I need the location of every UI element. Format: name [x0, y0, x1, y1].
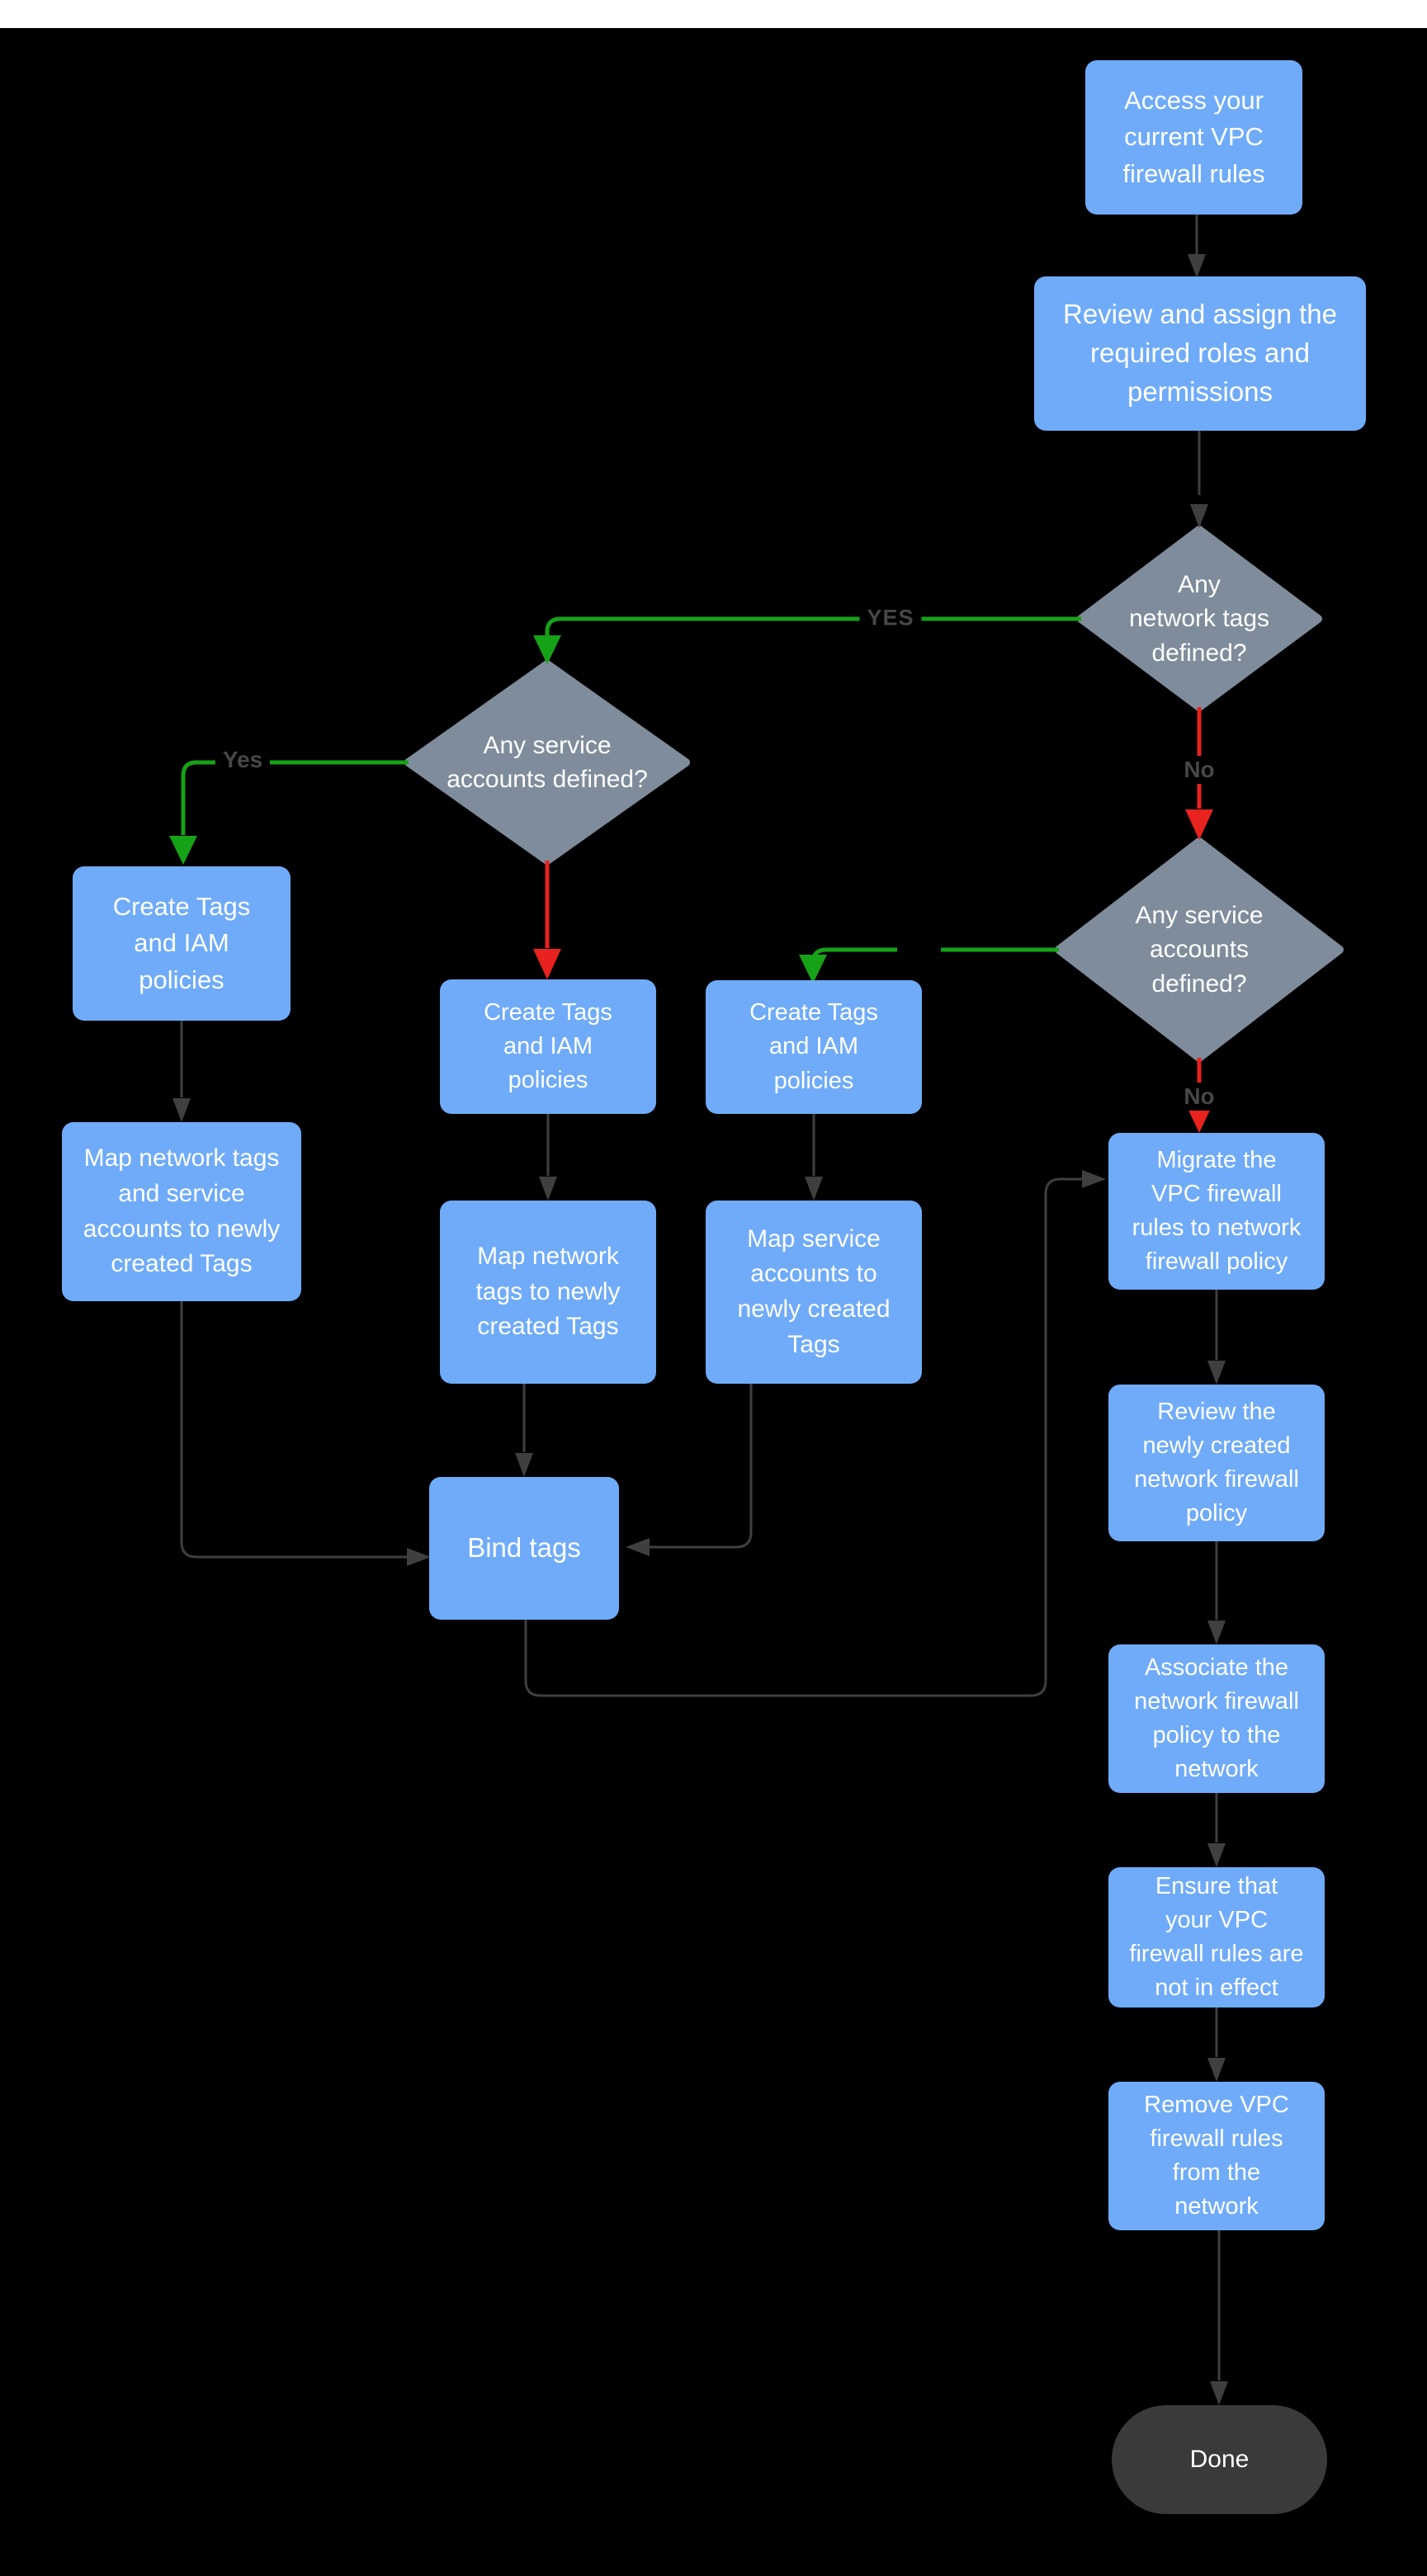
decision-service-accounts-left-label: Any service accounts defined?	[447, 731, 648, 793]
arrowhead	[1190, 504, 1208, 528]
edge-label-no-decision3: No	[1176, 1083, 1222, 1111]
edge-yes-decision2-to-create-left	[181, 760, 409, 835]
arrow-bind-to-migrate	[524, 1177, 1083, 1697]
arrowhead	[172, 1098, 191, 1122]
edge-label-yes-lower: Yes	[215, 746, 271, 774]
arrowhead	[407, 1548, 431, 1566]
arrowhead	[805, 1177, 823, 1201]
arrowhead	[1207, 1843, 1226, 1867]
node-map-tags-and-accounts: Map network tags and service accounts to…	[62, 1122, 301, 1301]
edge-label-no-decision1: No	[1176, 756, 1222, 784]
green-arrowheads	[169, 635, 827, 984]
edge-label-yes-upper: YES	[859, 604, 922, 632]
node-bind-tags: Bind tags	[429, 1477, 619, 1620]
arrowhead	[515, 1453, 533, 1477]
node-create-tags-right: Create Tags and IAM policies	[706, 980, 922, 1114]
node-done-terminator: Done	[1112, 2405, 1327, 2514]
decision-service-accounts-right-label: Any service accounts defined?	[1135, 901, 1264, 998]
arrowhead	[1207, 1621, 1226, 1644]
arrow-map-left-to-bind	[180, 1301, 408, 1559]
node-review-roles: Review and assign the required roles and…	[1034, 276, 1366, 431]
arrowhead	[1210, 2381, 1228, 2405]
node-ensure-not-in-effect: Ensure that your VPC firewall rules are …	[1108, 1867, 1325, 2007]
node-remove-rules: Remove VPC firewall rules from the netwo…	[1108, 2082, 1325, 2230]
node-migrate-rules: Migrate the VPC firewall rules to networ…	[1108, 1133, 1325, 1290]
node-map-network-tags: Map network tags to newly created Tags	[440, 1201, 656, 1384]
arrowhead-green	[169, 836, 197, 865]
arrowhead-red	[1185, 1103, 1213, 1133]
node-create-tags-left: Create Tags and IAM policies	[73, 866, 291, 1021]
arrowhead-green	[799, 955, 827, 984]
dark-connectors	[180, 215, 1221, 2380]
top-white-bar	[0, 0, 1427, 28]
arrowhead	[1207, 1361, 1226, 1385]
arrowhead	[626, 1538, 650, 1556]
dark-arrowheads	[172, 254, 1228, 2405]
node-create-tags-mid: Create Tags and IAM policies	[440, 979, 656, 1114]
arrowhead	[1082, 1170, 1106, 1188]
arrowhead-green	[533, 635, 561, 664]
node-review-policy: Review the newly created network firewal…	[1108, 1385, 1325, 1541]
arrowhead	[1207, 2058, 1226, 2082]
node-map-service-accounts: Map service accounts to newly created Ta…	[706, 1201, 922, 1384]
edge-yes-decision1-to-decision2	[545, 616, 1081, 637]
arrowhead	[1188, 254, 1206, 278]
arrowhead-red	[1185, 809, 1213, 840]
arrowhead-red	[533, 949, 561, 979]
node-associate-policy: Associate the network firewall policy to…	[1108, 1644, 1325, 1793]
node-access-vpc-rules: Access your current VPC firewall rules	[1085, 60, 1302, 215]
decision-network-tags-label: Any network tags defined?	[1128, 570, 1270, 667]
red-arrowheads	[533, 809, 1213, 1133]
arrow-map-right-to-bind	[649, 1384, 753, 1549]
arrowhead	[539, 1177, 557, 1201]
